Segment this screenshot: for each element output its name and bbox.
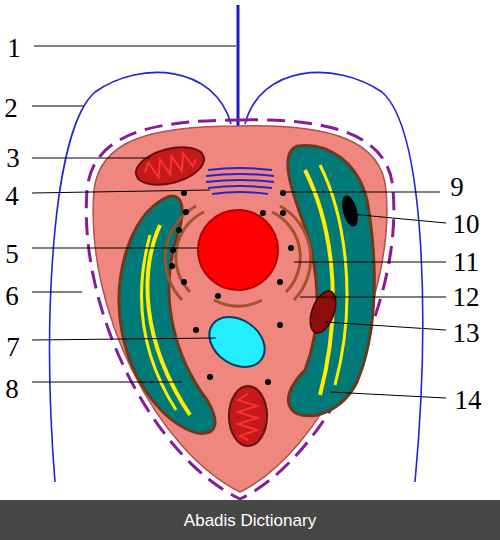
callout-number: 9 <box>450 174 464 201</box>
cell-membrane <box>86 120 394 499</box>
callout-number: 11 <box>453 249 479 276</box>
callout-number: 1 <box>7 35 21 62</box>
watermark-bar <box>0 500 500 540</box>
vacuole <box>200 307 274 377</box>
endoplasmic-reticulum <box>165 206 311 306</box>
watermark: Abadis Dictionary <box>184 512 316 529</box>
callout-number: 3 <box>6 145 20 172</box>
callout-number: 8 <box>5 376 19 403</box>
callout-number: 5 <box>5 241 19 268</box>
callout-number: 12 <box>453 284 480 311</box>
callout-number: 2 <box>4 95 18 122</box>
golgi-body <box>206 168 274 194</box>
callout-number: 4 <box>5 183 19 210</box>
leader-line <box>32 46 446 398</box>
callout-number: 13 <box>453 320 480 347</box>
mitochondrion <box>132 141 208 192</box>
cytoplasm <box>93 126 387 492</box>
ribosome <box>169 190 294 385</box>
eyespot <box>339 194 361 229</box>
pyrenoid <box>305 288 341 337</box>
flagellum <box>237 5 240 128</box>
callout-number: 6 <box>5 283 19 310</box>
mitochondrion <box>229 386 267 446</box>
callout-number: 7 <box>6 334 20 361</box>
chloroplast <box>119 196 215 433</box>
chloroplast <box>288 145 375 415</box>
callout-number: 14 <box>455 387 482 414</box>
nucleus <box>198 210 278 290</box>
callout-number: 10 <box>453 211 480 238</box>
